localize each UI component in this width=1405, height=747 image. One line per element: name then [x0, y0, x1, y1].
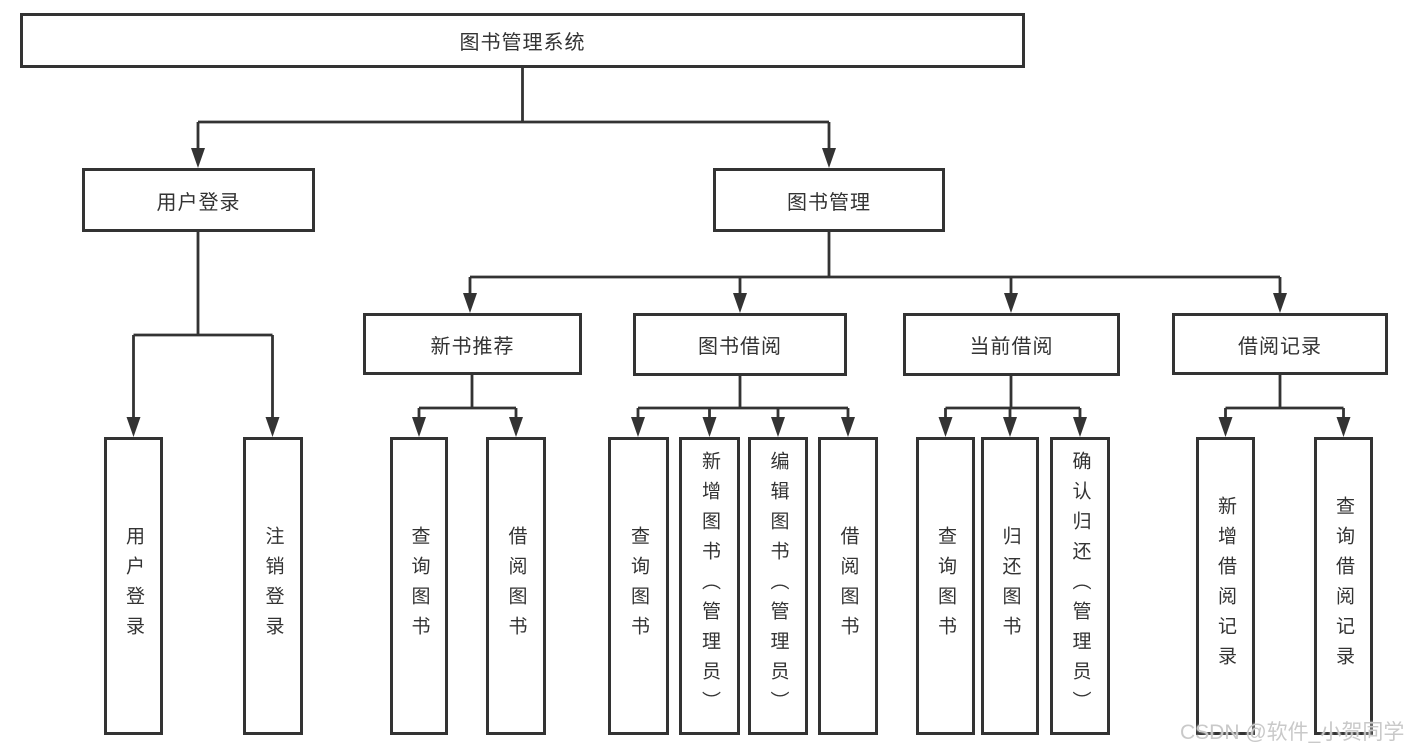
leaf-label: 查询图书 [935, 526, 956, 646]
node-user-login: 用户登录 [82, 168, 315, 232]
leaf-label: 确认归还（管理员） [1069, 451, 1091, 721]
arrow-down-icon [1336, 417, 1351, 437]
arrow-down-icon [126, 417, 141, 437]
arrow-down-icon [1218, 417, 1233, 437]
arrow-down-icon [702, 417, 717, 437]
connector-root-to-level2 [196, 68, 831, 150]
node-current-borrowing: 当前借阅 [903, 313, 1120, 376]
node-book-borrowing: 图书借阅 [633, 313, 847, 376]
leaf-edit-book-admin: 编辑图书（管理员） [748, 437, 808, 735]
leaf-label: 借阅图书 [837, 526, 859, 646]
connector-borrow-to-children [636, 375, 850, 419]
arrow-down-icon [412, 417, 426, 437]
arrow-down-icon [631, 417, 645, 437]
leaf-confirm-return-admin: 确认归还（管理员） [1050, 437, 1110, 735]
leaf-label: 新增图书（管理员） [699, 451, 720, 721]
leaf-label: 注销登录 [262, 526, 284, 646]
leaf-label: 查询图书 [628, 526, 649, 646]
node-borrowing-records: 借阅记录 [1172, 313, 1388, 375]
arrow-down-icon [1003, 417, 1017, 437]
leaf-query-books-2: 查询图书 [608, 437, 669, 735]
leaf-label: 编辑图书（管理员） [767, 451, 789, 721]
arrow-down-icon [1004, 293, 1018, 313]
connector-book-mgmt-to-level3 [468, 232, 1282, 295]
arrow-down-icon [1273, 293, 1287, 313]
node-new-book-recommend: 新书推荐 [363, 313, 582, 375]
leaf-add-borrow-record: 新增借阅记录 [1196, 437, 1255, 735]
leaf-query-books-1: 查询图书 [390, 437, 448, 735]
arrowheads [126, 148, 1351, 437]
leaf-logout: 注销登录 [243, 437, 303, 735]
connector-new-books-to-children [417, 375, 518, 419]
arrow-down-icon [822, 148, 836, 168]
arrow-down-icon [733, 293, 747, 313]
arrow-down-icon [509, 417, 523, 437]
arrow-down-icon [1073, 417, 1087, 437]
connector-user-login-to-children [132, 232, 274, 419]
leaf-user-login: 用户登录 [104, 437, 163, 735]
leaf-query-borrow-record: 查询借阅记录 [1314, 437, 1373, 735]
node-root-system: 图书管理系统 [20, 13, 1025, 68]
leaf-label: 用户登录 [123, 526, 144, 646]
leaf-label: 查询借阅记录 [1333, 496, 1354, 676]
arrow-down-icon [841, 417, 855, 437]
arrow-down-icon [463, 293, 477, 313]
arrow-down-icon [938, 417, 953, 437]
watermark: CSDN @软件_小贺同学 [1180, 721, 1405, 744]
leaf-label: 新增借阅记录 [1215, 496, 1236, 676]
arrow-down-icon [771, 417, 785, 437]
leaf-label: 借阅图书 [505, 526, 527, 646]
connector-current-to-children [944, 375, 1082, 419]
node-book-management: 图书管理 [713, 168, 945, 232]
leaf-borrow-books-2: 借阅图书 [818, 437, 878, 735]
leaf-query-books-3: 查询图书 [916, 437, 975, 735]
leaf-add-book-admin: 新增图书（管理员） [679, 437, 740, 735]
leaf-return-book: 归还图书 [981, 437, 1039, 735]
arrow-down-icon [265, 417, 280, 437]
leaf-label: 查询图书 [408, 526, 430, 646]
connector-records-to-children [1224, 375, 1345, 419]
arrow-down-icon [191, 148, 205, 168]
leaf-label: 归还图书 [999, 526, 1021, 646]
leaf-borrow-books-1: 借阅图书 [486, 437, 546, 735]
